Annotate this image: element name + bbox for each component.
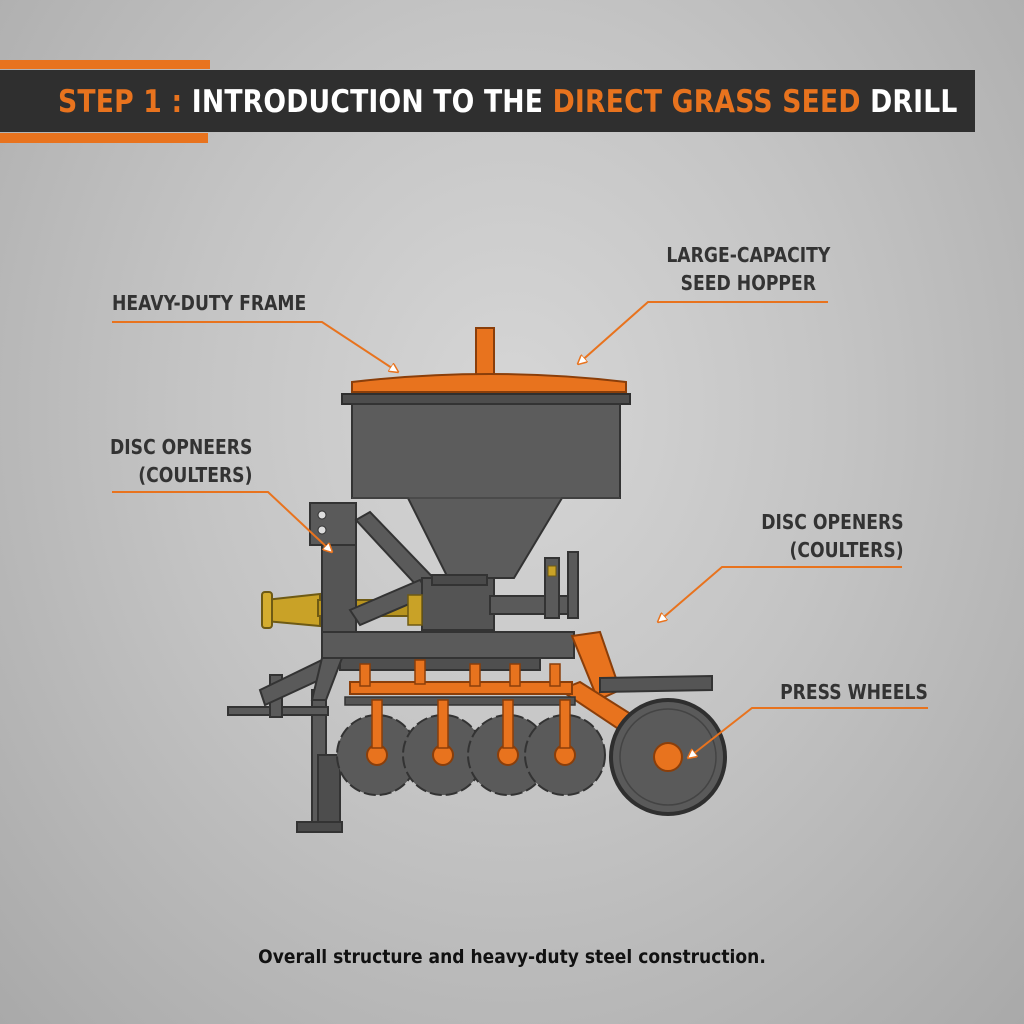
page-title: STEP 1 : INTRODUCTION TO THE DIRECT GRAS…	[58, 84, 958, 120]
label-disc-left-line1: DISC OPNEERS	[110, 435, 253, 459]
frame-leader	[112, 321, 398, 372]
hopper-leader	[578, 301, 828, 364]
metering-box	[407, 551, 579, 631]
disc-opener-4	[524, 699, 606, 796]
label-hopper-line2: SEED HOPPER	[680, 271, 817, 295]
label-press-wheels: PRESS WHEELS	[780, 678, 928, 706]
label-disc-right-line1: DISC OPENERS	[761, 510, 904, 534]
header-accent-bottom	[0, 133, 208, 143]
disc-left-leader	[112, 491, 332, 552]
title-step: STEP 1 :	[58, 84, 183, 120]
label-disc-right-line2: (COULTERS)	[789, 538, 904, 562]
leader-lines	[112, 301, 928, 758]
toolbar	[344, 659, 576, 706]
disc-right-leader	[658, 566, 902, 622]
title-intro: INTRODUCTION TO THE	[182, 84, 553, 120]
label-press-text: PRESS WHEELS	[780, 680, 928, 704]
caption: Overall structure and heavy-duty steel c…	[258, 946, 766, 968]
press-leader	[688, 707, 928, 758]
seed-hopper	[341, 327, 631, 579]
label-heavy-duty-frame: HEAVY-DUTY FRAME	[112, 289, 306, 317]
label-hopper-line1: LARGE-CAPACITY	[666, 243, 831, 267]
main-frame-beam	[310, 631, 575, 701]
label-disc-openers-right: DISC OPENERS (COULTERS)	[762, 508, 904, 564]
label-frame-text: HEAVY-DUTY FRAME	[112, 291, 307, 315]
press-wheel	[609, 698, 727, 816]
label-disc-left-line2: (COULTERS)	[138, 463, 253, 487]
label-seed-hopper: LARGE-CAPACITY SEED HOPPER	[667, 241, 831, 297]
title-highlight: DIRECT GRASS SEED	[552, 84, 861, 120]
header-band	[0, 70, 975, 132]
header-accent-top	[0, 60, 210, 69]
title-suffix: DRILL	[860, 84, 958, 120]
label-disc-openers-left: DISC OPNEERS (COULTERS)	[110, 433, 252, 489]
